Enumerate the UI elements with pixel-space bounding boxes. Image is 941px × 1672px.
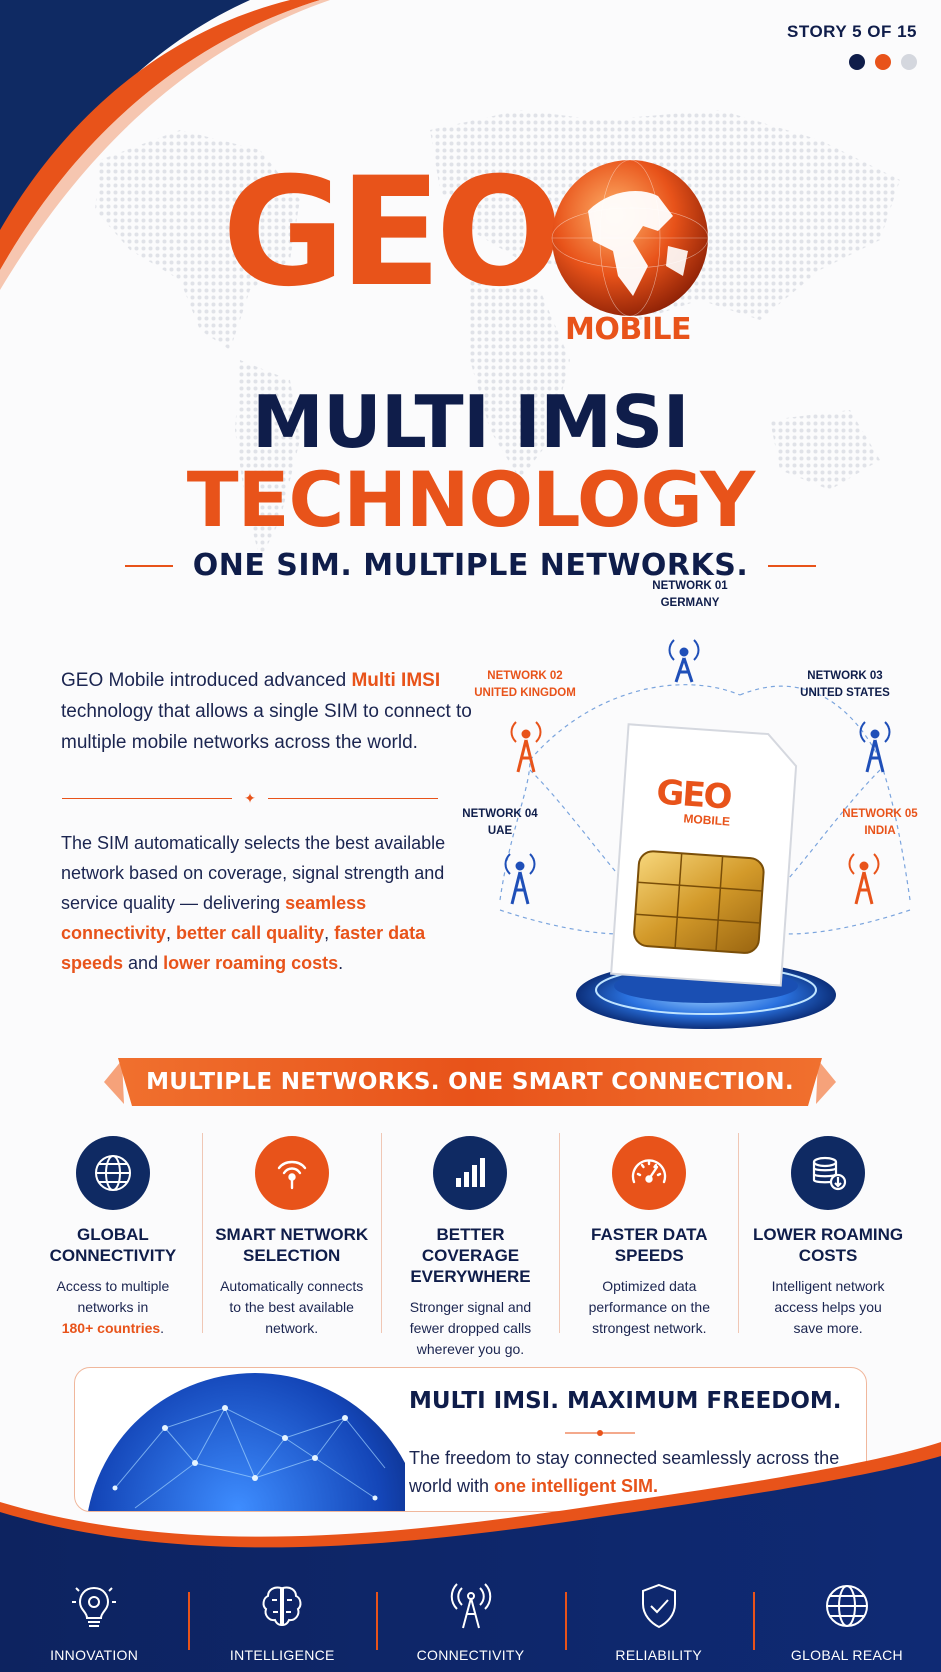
tagline-rule-left xyxy=(124,564,173,567)
benefit-highlight: faster data speeds xyxy=(61,923,426,973)
footer-label: INTELLIGENCE xyxy=(229,1647,335,1663)
footer-wave-background xyxy=(0,1442,941,1672)
network-globe-image xyxy=(88,1373,405,1511)
speedometer-icon xyxy=(612,1136,687,1210)
tower-icon xyxy=(450,1583,491,1629)
logo-globe-icon xyxy=(551,159,709,317)
network-diagram-graphic xyxy=(499,639,911,1029)
tagline-text: ONE SIM. MULTIPLE NETWORKS. xyxy=(192,548,749,583)
story-indicator: STORY 5 OF 15 xyxy=(787,22,917,70)
footer-values-bar: INNOVATION INTELLIGENCE CONNECTIVITY REL… xyxy=(0,1570,941,1672)
story-progress-dots xyxy=(787,54,917,70)
sim-logo: GEO MOBILE xyxy=(636,772,749,830)
intro-paragraph: GEO Mobile introduced advanced Multi IMS… xyxy=(61,665,481,758)
logo-subtitle: MOBILE xyxy=(565,312,692,347)
freedom-title: MULTI IMSI. MAXIMUM FREEDOM. xyxy=(409,1388,842,1414)
intro-text: GEO Mobile introduced advanced xyxy=(61,670,352,691)
footer-label: RELIABILITY xyxy=(615,1647,702,1663)
headline-line-1: MULTI IMSI xyxy=(251,380,690,464)
tagline: ONE SIM. MULTIPLE NETWORKS. xyxy=(0,548,941,583)
geo-mobile-logo: GEO MOBILE xyxy=(0,150,941,350)
footer-item-intelligence: INTELLIGENCE xyxy=(188,1570,376,1672)
signal-bars-icon xyxy=(433,1136,508,1210)
tagline-rule-right xyxy=(768,564,817,567)
punctuation: . xyxy=(338,953,344,973)
footer-label: CONNECTIVITY xyxy=(416,1647,525,1663)
corner-swoosh-decoration xyxy=(0,0,330,290)
globe-icon xyxy=(75,1136,150,1210)
footer-label: GLOBAL REACH xyxy=(790,1647,903,1663)
conjunction: and xyxy=(123,953,164,973)
description-text: The SIM automatically selects the best a… xyxy=(61,833,446,913)
punctuation: , xyxy=(324,923,335,943)
benefit-highlight: lower roaming costs xyxy=(163,953,339,973)
banner-ribbon xyxy=(104,1058,836,1106)
shield-check-icon xyxy=(641,1583,676,1629)
diamond-icon: ✦ xyxy=(244,790,256,806)
footer-item-innovation: INNOVATION xyxy=(0,1570,188,1672)
brain-icon xyxy=(262,1586,302,1627)
story-dot[interactable] xyxy=(849,54,865,70)
freedom-divider xyxy=(565,1430,635,1436)
benefit-highlight: seamless connectivity xyxy=(61,893,367,943)
benefit-highlight: better call quality xyxy=(176,923,325,943)
banner-text: MULTIPLE NETWORKS. ONE SMART CONNECTION. xyxy=(146,1069,794,1095)
lightbulb-icon xyxy=(72,1586,117,1627)
freedom-text: The freedom to stay connected seamlessly… xyxy=(409,1444,849,1500)
freedom-highlight: one intelligent SIM. xyxy=(494,1476,659,1496)
intro-highlight: Multi IMSI xyxy=(351,670,441,691)
footer-item-connectivity: CONNECTIVITY xyxy=(376,1570,564,1672)
story-dot-active[interactable] xyxy=(875,54,891,70)
sim-brand: GEO xyxy=(655,772,732,818)
footer-label: INNOVATION xyxy=(50,1647,139,1663)
footer-item-global-reach: GLOBAL REACH xyxy=(752,1570,941,1672)
intro-text: technology that allows a single SIM to c… xyxy=(61,701,472,753)
punctuation: , xyxy=(166,923,177,943)
freedom-card: MULTI IMSI. MAXIMUM FREEDOM. The freedom… xyxy=(74,1367,867,1512)
signal-antenna-icon xyxy=(254,1136,329,1210)
smart-connection-banner: MULTIPLE NETWORKS. ONE SMART CONNECTION. xyxy=(104,1058,836,1106)
database-savings-icon xyxy=(791,1136,866,1210)
globe-icon xyxy=(825,1585,868,1627)
logo-wordmark: GEO xyxy=(222,146,563,320)
story-counter: STORY 5 OF 15 xyxy=(787,22,917,41)
headline-line-2: TECHNOLOGY xyxy=(186,455,755,544)
sim-description-paragraph: The SIM automatically selects the best a… xyxy=(61,828,461,978)
story-dot[interactable] xyxy=(901,54,917,70)
tower-network-01 xyxy=(668,639,700,683)
footer-item-reliability: RELIABILITY xyxy=(564,1570,753,1672)
section-divider: ✦ xyxy=(62,790,438,806)
freedom-body: The freedom to stay connected seamlessly… xyxy=(409,1448,840,1496)
